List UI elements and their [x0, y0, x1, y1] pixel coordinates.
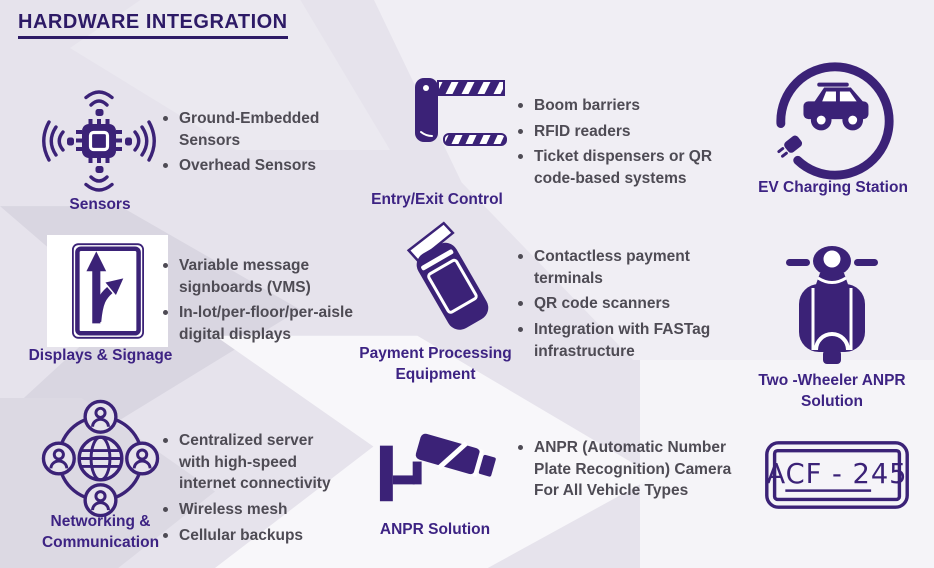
section-label-entry-exit: Entry/Exit Control — [371, 191, 503, 208]
bullet-item: ANPR (Automatic Number Plate Recognition… — [518, 437, 753, 502]
section-label-payment: Payment Processing Equipment — [359, 345, 512, 383]
bullet-item: Boom barriers — [518, 95, 753, 117]
section-label-ev: EV Charging Station — [758, 179, 908, 196]
bullet-item: Centralized server with high-speed inter… — [163, 430, 343, 495]
bullet-item: RFID readers — [518, 121, 753, 143]
bullet-item: In-lot/per-floor/per-aisle digital displ… — [163, 302, 353, 345]
bullet-dot — [518, 445, 523, 450]
scooter-icon — [782, 230, 882, 368]
bullet-item: Contactless payment terminals — [518, 246, 733, 289]
bullet-item: Wireless mesh — [163, 499, 343, 521]
bullet-list-networking: Centralized server with high-speed inter… — [163, 430, 343, 546]
bullet-item: Integration with FASTag infrastructure — [518, 319, 733, 362]
section-label-displays: Displays & Signage — [28, 347, 173, 364]
bullet-dot — [163, 116, 168, 121]
bullet-dot — [163, 263, 168, 268]
bullet-item: QR code scanners — [518, 293, 733, 315]
bullet-item: Ground-Embedded Sensors — [163, 108, 358, 151]
bullet-list-sensors: Ground-Embedded Sensors Overhead Sensors — [163, 108, 358, 177]
bullet-dot — [163, 532, 168, 538]
bullet-item: Overhead Sensors — [163, 155, 358, 177]
network-globe-icon — [40, 398, 161, 519]
license-plate-icon: ACF - 245 — [763, 437, 911, 515]
bullet-list-anpr: ANPR (Automatic Number Plate Recognition… — [518, 437, 753, 502]
road-sign-icon — [47, 235, 168, 347]
section-label-two-wheeler: Two -Wheeler ANPR Solution — [758, 372, 906, 410]
bullet-dot — [518, 301, 523, 307]
bullet-item: Ticket dispensers or QR code-based syste… — [518, 146, 753, 189]
section-label-anpr: ANPR Solution — [379, 521, 491, 538]
bullet-list-displays: Variable message signboards (VMS) In-lot… — [163, 255, 353, 346]
pos-terminal-icon — [380, 221, 515, 346]
bullet-dot — [163, 310, 168, 316]
page-title: HARDWARE INTEGRATION — [18, 11, 288, 39]
cctv-camera-icon — [370, 417, 504, 516]
bullet-dot — [518, 327, 523, 333]
bullet-dot — [518, 128, 523, 134]
bullet-list-payment: Contactless payment terminals QR code sc… — [518, 246, 733, 362]
boom-barrier-icon — [388, 70, 513, 174]
bullet-dot — [518, 254, 523, 259]
bullet-dot — [163, 163, 168, 169]
bullet-dot — [163, 507, 168, 513]
bullet-item: Cellular backups — [163, 525, 343, 547]
license-plate-text: ACF - 245 — [766, 459, 907, 490]
bullet-dot — [163, 438, 168, 443]
bullet-dot — [518, 154, 523, 160]
section-label-sensors: Sensors — [69, 196, 131, 213]
bullet-item: Variable message signboards (VMS) — [163, 255, 353, 298]
sensor-chip-icon — [38, 82, 162, 200]
section-label-networking: Networking & Communication — [41, 513, 160, 551]
bullet-dot — [518, 103, 523, 108]
ev-charging-icon — [768, 58, 900, 190]
bullet-list-entry-exit: Boom barriers RFID readers Ticket dispen… — [518, 95, 753, 190]
